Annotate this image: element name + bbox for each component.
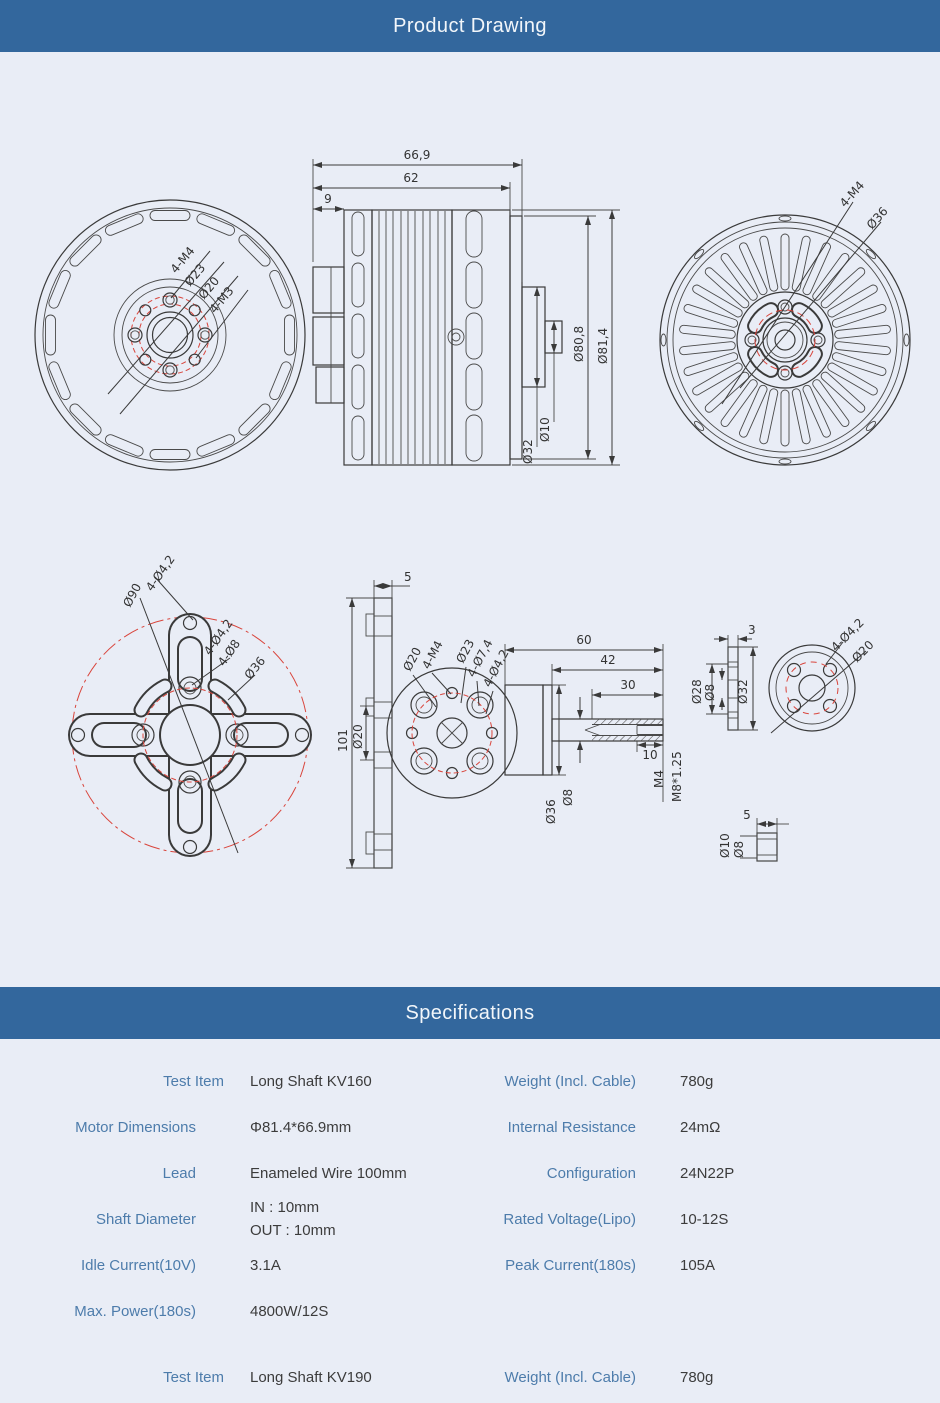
- dim-label: Ø20: [849, 638, 876, 665]
- section-plate-drawing: 5 101 Ø20: [336, 570, 412, 869]
- spec-row-idle-current: Idle Current(10V) 3.1A Peak Current(180s…: [0, 1242, 940, 1288]
- dim-label: 4-Ø4,2: [143, 553, 178, 594]
- spec-value: 780g: [680, 1368, 714, 1386]
- dim-label: 5: [404, 570, 412, 584]
- spec-label: Lead: [162, 1164, 196, 1182]
- bolt-disc-drawing: Ø20 4-M4 Ø23 4-Ø7,4 4-Ø4,2: [386, 637, 518, 799]
- dim-label: 62: [403, 171, 418, 185]
- dim-label: Ø32: [736, 679, 750, 704]
- spec-value: Enameled Wire 100mm: [250, 1164, 407, 1182]
- spec-value: 780g: [680, 1072, 714, 1090]
- dim-label: Ø28: [690, 679, 704, 704]
- spec-label: Peak Current(180s): [505, 1256, 636, 1274]
- spec-value: 4800W/12S: [250, 1302, 329, 1320]
- spec-label: Internal Resistance: [507, 1118, 636, 1136]
- spec-row-test-item-kv160: Test Item Long Shaft KV160 Weight (Incl.…: [0, 1058, 940, 1104]
- spec-label: Rated Voltage(Lipo): [503, 1210, 636, 1228]
- specifications-table: Test Item Long Shaft KV160 Weight (Incl.…: [0, 1039, 940, 1400]
- spec-row-max-power: Max. Power(180s) 4800W/12S: [0, 1288, 940, 1334]
- spec-label: Max. Power(180s): [74, 1302, 196, 1320]
- dim-label: Ø20: [351, 724, 365, 749]
- dim-label: Ø8: [561, 789, 575, 806]
- flange-section-drawing: 3 Ø28 Ø8 Ø32: [690, 623, 758, 731]
- dim-label: Ø80,8: [572, 326, 586, 362]
- dim-label: Ø90: [120, 581, 144, 609]
- spec-value-line: IN : 10mm: [250, 1199, 320, 1216]
- spec-row-test-item-kv190: Test Item Long Shaft KV190 Weight (Incl.…: [0, 1354, 940, 1400]
- spec-value: 24mΩ: [680, 1118, 721, 1136]
- dim-label: Ø10: [718, 833, 732, 858]
- dim-label: Ø36: [242, 654, 269, 682]
- spec-value-line: OUT : 10mm: [250, 1222, 336, 1239]
- spec-value: 10-12S: [680, 1210, 729, 1228]
- bushing-drawing: 5 Ø10 Ø8: [718, 808, 789, 862]
- back-view-drawing: 4-M4 Ø36: [659, 178, 911, 466]
- spec-label: Shaft Diameter: [95, 1210, 196, 1228]
- dim-label: Ø81,4: [596, 328, 610, 364]
- dim-label: 10: [642, 748, 657, 762]
- spec-label: Weight (Incl. Cable): [504, 1368, 636, 1386]
- spec-value: 24N22P: [680, 1164, 735, 1182]
- specifications-title: Specifications: [405, 1001, 535, 1024]
- spec-row-motor-dimensions: Motor Dimensions Φ81.4*66.9mm Internal R…: [0, 1104, 940, 1150]
- spec-label: Motor Dimensions: [75, 1118, 196, 1136]
- dim-label: Ø20: [400, 645, 424, 673]
- dim-label: 4-M4: [419, 638, 445, 671]
- spec-label: Weight (Incl. Cable): [504, 1072, 636, 1090]
- spec-value: Long Shaft KV190: [250, 1368, 372, 1386]
- dim-label: 5: [743, 808, 751, 822]
- spec-value: Long Shaft KV160: [250, 1072, 372, 1090]
- dim-label: 3: [748, 623, 756, 637]
- dim-label: 66,9: [404, 148, 431, 162]
- spec-value: 3.1A: [250, 1256, 281, 1274]
- spec-row-shaft-diameter: Shaft Diameter IN : 10mm OUT : 10mm Rate…: [0, 1196, 940, 1242]
- dim-label: Ø10: [538, 417, 552, 442]
- spec-value: IN : 10mm OUT : 10mm: [250, 1196, 490, 1242]
- spec-label: Configuration: [546, 1164, 636, 1182]
- side-view-drawing: 66,9 62 9 Ø81,4 Ø80,8 Ø32 Ø10: [312, 148, 620, 466]
- dim-label: 101: [336, 729, 350, 752]
- dim-label: Ø36: [864, 204, 891, 232]
- dim-label: 60: [576, 633, 591, 647]
- spec-label: Test Item: [163, 1368, 224, 1386]
- dim-label: 4-M4: [837, 178, 867, 210]
- dim-label: 42: [600, 653, 615, 667]
- dim-label: Ø36: [544, 799, 558, 824]
- spec-label: Test Item: [163, 1072, 224, 1090]
- product-drawing-header: Product Drawing: [0, 0, 940, 52]
- dim-label: 9: [324, 192, 332, 206]
- spec-value: 105A: [680, 1256, 716, 1274]
- specifications-header: Specifications: [0, 987, 940, 1039]
- technical-drawing-svg: 4-M4 Ø23 Ø20 4-M3: [34, 148, 911, 869]
- shaft-drawing: 60 42 30 10 Ø36 Ø8 M4 M8*1.25: [504, 633, 684, 824]
- spec-label: Idle Current(10V): [80, 1256, 196, 1274]
- flange-disc-drawing: 4-Ø4,2 Ø20: [768, 616, 877, 734]
- dim-label: Ø8: [703, 684, 717, 701]
- x-mount-drawing: 4-Ø4,2 Ø90 4-Ø4,2 4-Ø8 Ø36: [68, 553, 312, 857]
- dim-label: 30: [620, 678, 635, 692]
- spec-row-lead: Lead Enameled Wire 100mm Configuration 2…: [0, 1150, 940, 1196]
- spec-value: Φ81.4*66.9mm: [250, 1118, 352, 1136]
- product-drawing-title: Product Drawing: [393, 14, 547, 37]
- technical-drawing-area: 4-M4 Ø23 Ø20 4-M3: [0, 52, 940, 987]
- dim-label: M4: [652, 770, 666, 788]
- dim-label: Ø32: [521, 439, 535, 464]
- dim-label: M8*1.25: [670, 751, 684, 802]
- dim-label: Ø8: [732, 841, 746, 858]
- front-view-drawing: 4-M4 Ø23 Ø20 4-M3: [34, 199, 306, 471]
